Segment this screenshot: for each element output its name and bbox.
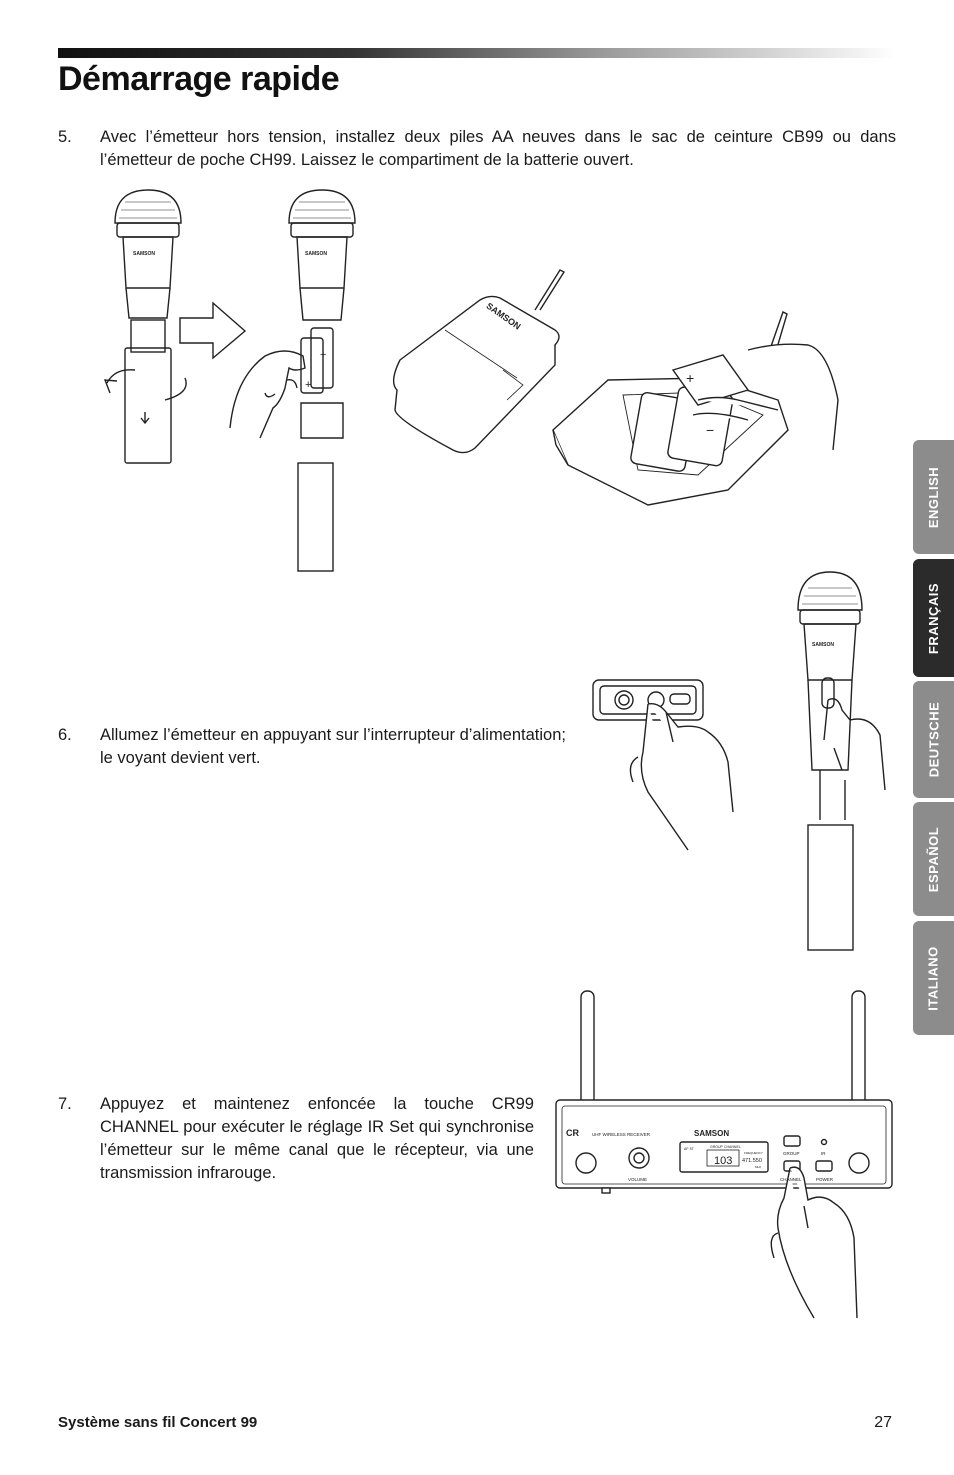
step-number: 6.	[58, 726, 72, 744]
page-title: Démarrage rapide	[58, 60, 340, 98]
battery-plus-sign: +	[320, 349, 326, 361]
tab-italiano[interactable]: ITALIANO	[913, 921, 954, 1035]
ir-label: IR	[821, 1151, 826, 1156]
mic-brand-label-3: SAMSON	[812, 642, 834, 648]
channel-button-label: CHANNEL	[780, 1177, 802, 1182]
step-text: Appuyez et maintenez enfoncée la touche …	[100, 1095, 534, 1182]
open-battery-minus: −	[706, 422, 714, 438]
lcd-freq-label: FREQUENCY	[744, 1151, 763, 1155]
group-button-label: GROUP	[783, 1151, 800, 1156]
beltpack-power-figure	[592, 679, 734, 851]
tab-espanol[interactable]: ESPAÑOL	[913, 802, 954, 916]
tab-label: ESPAÑOL	[926, 826, 942, 892]
tab-label: FRANÇAIS	[926, 582, 942, 654]
step-5: 5. Avec l’émetteur hors tension, install…	[58, 126, 896, 172]
mic-brand-label-2: SAMSON	[305, 251, 327, 257]
lcd-mhz-label: MHz	[755, 1165, 762, 1169]
handheld-battery-figure: SAMSON	[103, 189, 247, 464]
tab-label: ENGLISH	[926, 466, 942, 528]
receiver-model-label: CR	[566, 1128, 579, 1138]
lcd-channel-label: CHANNEL	[724, 1145, 741, 1149]
beltpack-closed-figure: SAMSON	[392, 269, 566, 454]
lcd-channel-value: 103	[714, 1155, 732, 1167]
mic-brand-label: SAMSON	[133, 251, 155, 257]
step-number: 5.	[58, 128, 72, 146]
page-number: 27	[874, 1414, 892, 1431]
step-7: 7. Appuyez et maintenez enfoncée la touc…	[58, 1093, 534, 1185]
step-text: Avec l’émetteur hors tension, installez …	[100, 128, 896, 169]
handheld-power-figure: SAMSON	[797, 571, 886, 951]
footer-title: Système sans fil Concert 99	[58, 1414, 258, 1431]
tab-deutsche[interactable]: DEUTSCHE	[913, 681, 954, 798]
volume-label: VOLUME	[628, 1177, 647, 1182]
receiver-figure: CR UHF WIRELESS RECEIVER SAMSON AF ST GR…	[555, 990, 893, 1319]
power-button-label: POWER	[816, 1177, 834, 1182]
tab-label: DEUTSCHE	[926, 701, 942, 778]
battery-plus-sign-2: +	[305, 379, 311, 391]
lcd-frequency-value: 471.550	[742, 1158, 762, 1164]
open-battery-plus: +	[686, 370, 694, 386]
tab-label: ITALIANO	[926, 945, 942, 1011]
lcd-small-label: AF ST	[684, 1147, 695, 1151]
tab-english[interactable]: ENGLISH	[913, 440, 954, 554]
header-rule	[58, 48, 896, 58]
receiver-tag-label: UHF WIRELESS RECEIVER	[592, 1132, 651, 1137]
step-text: Allumez l’émetteur en appuyant sur l’int…	[100, 726, 566, 767]
tab-francais[interactable]: FRANÇAIS	[913, 559, 954, 677]
step-number: 7.	[58, 1095, 72, 1113]
handheld-open-figure: SAMSON + +	[229, 189, 356, 572]
beltpack-open-figure: + −	[552, 311, 839, 506]
step-6: 6. Allumez l’émetteur en appuyant sur l’…	[58, 724, 566, 770]
receiver-brand-label: SAMSON	[694, 1129, 729, 1138]
lcd-group-label: GROUP	[710, 1145, 724, 1149]
